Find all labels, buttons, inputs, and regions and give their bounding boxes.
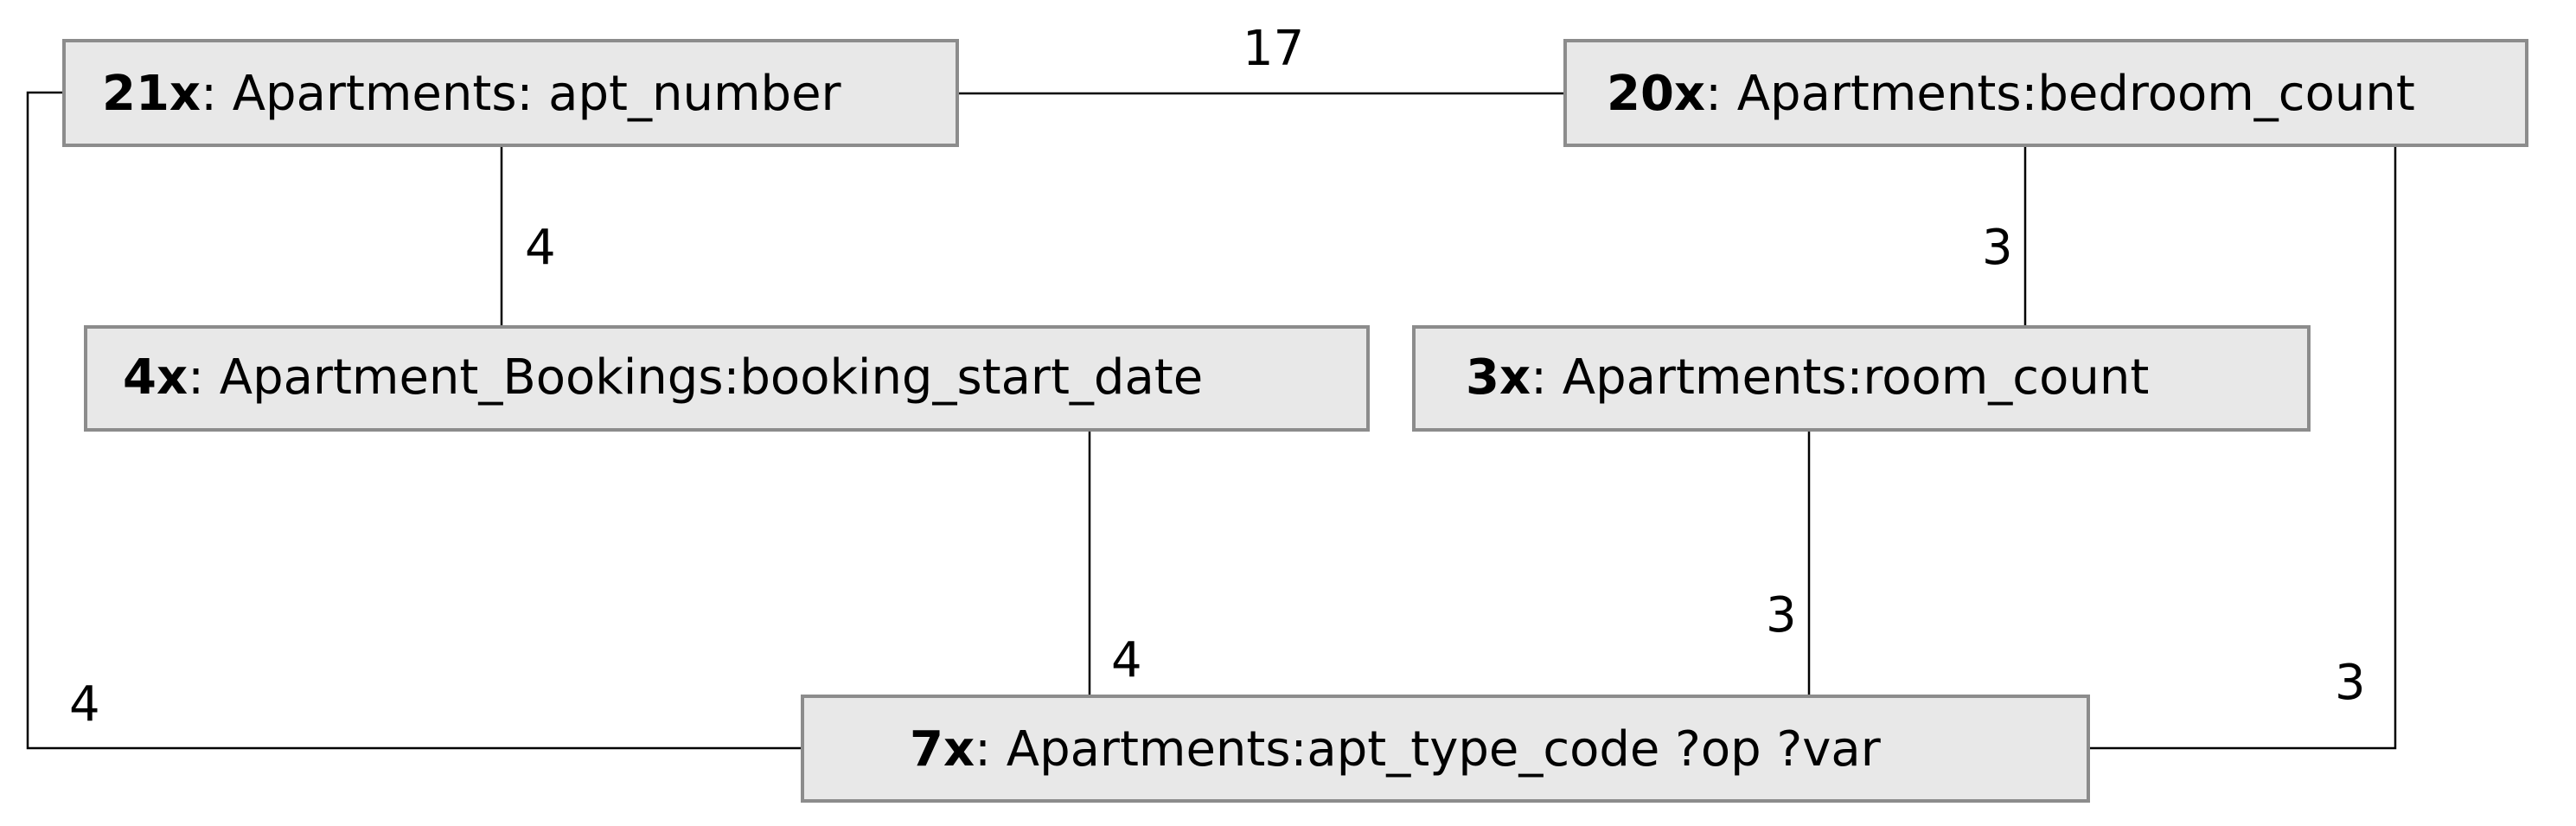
- edge-label-apt-number-apt-type-code: 4: [69, 676, 100, 733]
- node-apt-type-code: 7x: Apartments:apt_type_code ?op ?var: [801, 695, 2090, 803]
- node-count: 21x: [102, 66, 201, 122]
- node-label: : Apartments:room_count: [1531, 349, 2149, 406]
- svg-text:20x: Apartments:bedroom_count: 20x: Apartments:bedroom_count: [1607, 66, 2415, 122]
- edge-label-room-count-apt-type-code: 3: [1766, 587, 1797, 644]
- svg-text:21x: Apartments: apt_number: 21x: Apartments: apt_number: [102, 66, 842, 122]
- node-label: : Apartments: apt_number: [201, 66, 841, 122]
- node-label: : Apartment_Bookings:booking_start_date: [188, 349, 1203, 406]
- node-booking-start-date: 4x: Apartment_Bookings:booking_start_dat…: [84, 325, 1370, 432]
- edge-label-bedroom-count-room-count: 3: [1982, 220, 2013, 276]
- node-label: : Apartments:bedroom_count: [1705, 66, 2415, 122]
- svg-text:4x: Apartment_Bookings:booking: 4x: Apartment_Bookings:booking_start_dat…: [123, 349, 1203, 406]
- node-label: : Apartments:apt_type_code ?op ?var: [975, 721, 1882, 778]
- svg-text:7x: Apartments:apt_type_code ?: 7x: Apartments:apt_type_code ?op ?var: [910, 721, 1882, 778]
- edge-label-apt-number-bedroom-count: 17: [1243, 21, 1304, 77]
- edge-apt-number-apt-type-code: [26, 91, 802, 750]
- node-count: 20x: [1607, 66, 1705, 122]
- node-room-count: 3x: Apartments:room_count: [1412, 325, 2311, 432]
- edge-bedroom-count-apt-type-code: [2088, 147, 2397, 750]
- node-count: 7x: [910, 721, 975, 778]
- edge-label-bedroom-count-apt-type-code: 3: [2335, 655, 2366, 711]
- node-apt-number: 21x: Apartments: apt_number: [62, 39, 959, 147]
- node-count: 4x: [123, 349, 188, 406]
- node-bedroom-count: 20x: Apartments:bedroom_count: [1563, 39, 2528, 147]
- svg-text:3x: Apartments:room_count: 3x: Apartments:room_count: [1466, 349, 2149, 406]
- edge-label-booking-start-date-apt-type-code: 4: [1111, 632, 1142, 688]
- node-count: 3x: [1466, 349, 1531, 406]
- edge-label-apt-number-booking-start-date: 4: [525, 220, 556, 276]
